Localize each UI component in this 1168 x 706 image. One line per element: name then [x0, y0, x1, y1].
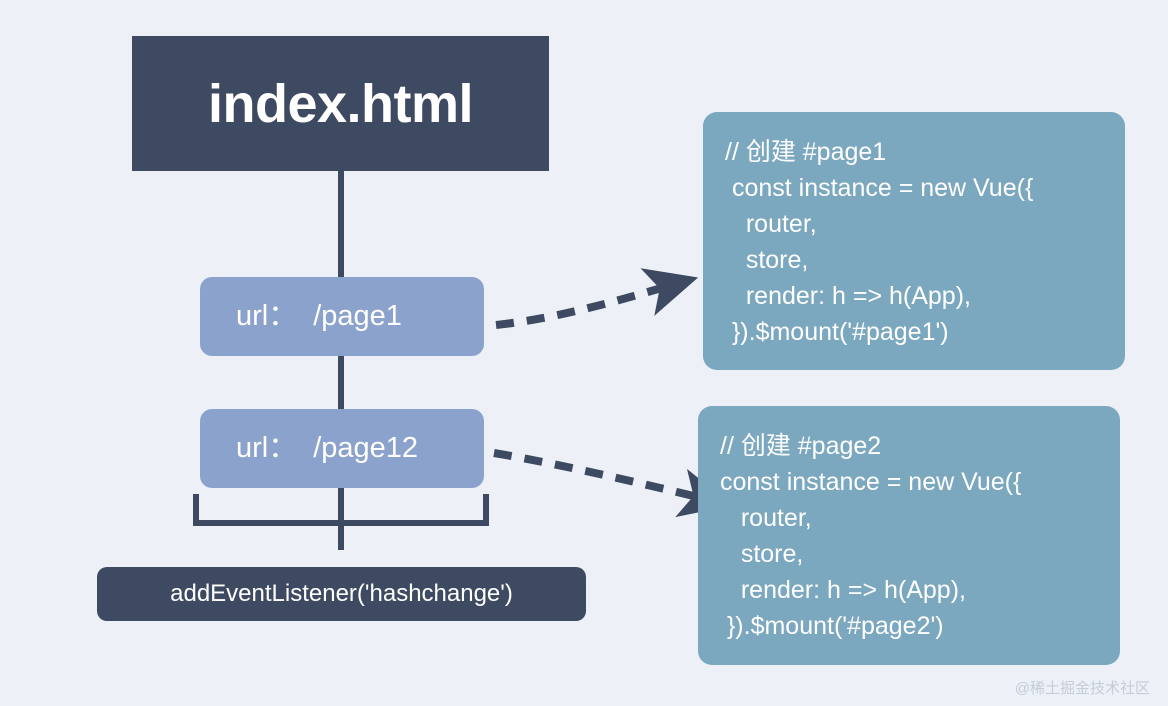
code-line: const instance = new Vue({: [720, 468, 1022, 496]
listener-node-label: addEventListener('hashchange'): [170, 580, 513, 607]
url-node-label: url：: [236, 300, 298, 332]
code-card-page1: // 创建 #page1 const instance = new Vue({ …: [703, 112, 1125, 370]
code-line: router,: [725, 210, 817, 238]
dashed-arrow-page1: [495, 268, 699, 329]
code-line: }).$mount('#page1'): [725, 318, 949, 346]
watermark: @稀土掘金技术社区: [1014, 680, 1150, 697]
root-node-index-html: index.html: [132, 36, 549, 171]
url-node-page1: url： /page1: [200, 277, 484, 356]
code-line: const instance = new Vue({: [725, 174, 1034, 202]
root-node-title: index.html: [207, 73, 474, 134]
code-line: store,: [725, 246, 809, 274]
url-node-value: /page12: [313, 432, 419, 464]
bracket-connector: [193, 494, 489, 526]
code-line: // 创建 #page2: [720, 432, 882, 460]
code-card-page2: // 创建 #page2 const instance = new Vue({ …: [698, 406, 1120, 665]
url-node-label: url：: [236, 432, 298, 464]
url-node-page12: url： /page12: [200, 409, 484, 488]
code-line: render: h => h(App),: [720, 576, 966, 604]
code-line: render: h => h(App),: [725, 282, 971, 310]
code-line: // 创建 #page1: [725, 138, 887, 166]
code-line: }).$mount('#page2'): [720, 612, 944, 640]
code-line: store,: [720, 540, 804, 568]
url-node-value: /page1: [313, 300, 402, 332]
listener-node-hashchange: addEventListener('hashchange'): [97, 567, 586, 621]
code-line: router,: [720, 504, 812, 532]
dashed-arrow-page2: [493, 449, 733, 518]
